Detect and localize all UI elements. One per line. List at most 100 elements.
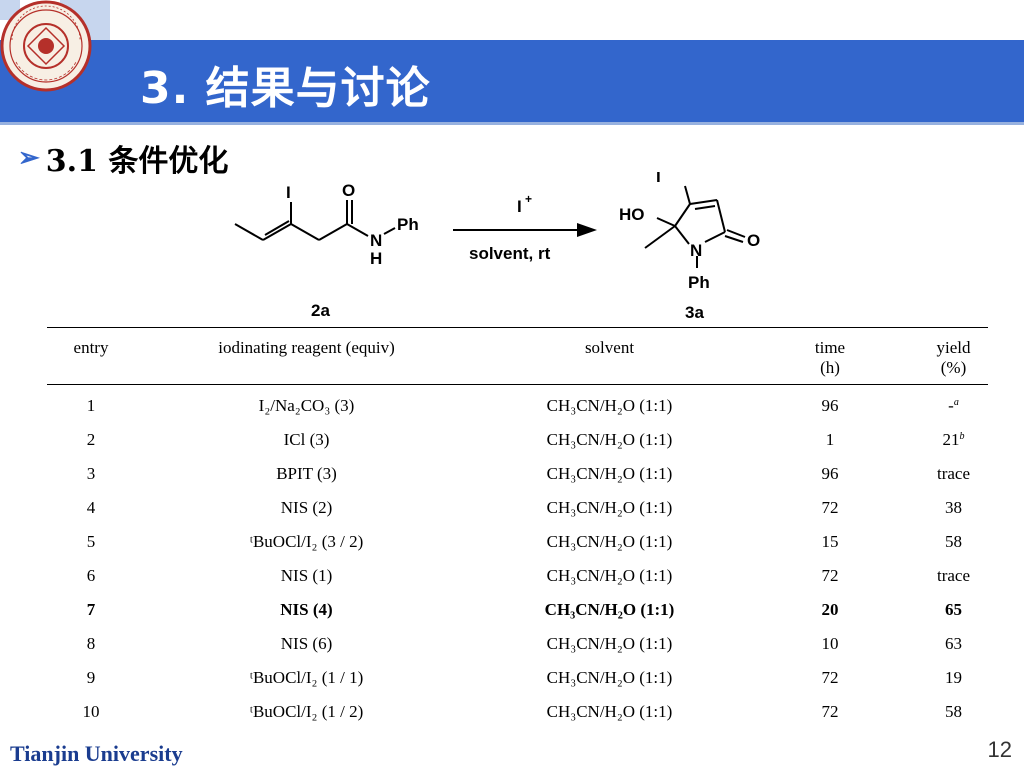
page-number: 12 <box>987 737 1012 762</box>
time-cell: 15 <box>741 525 919 559</box>
yield-cell: trace <box>919 457 988 491</box>
conditions-label: solvent, rt <box>469 244 551 263</box>
table-row: 8 NIS (6) CH₃CN/H₂O (1:1) 10 63 <box>47 627 988 661</box>
entry-cell: 1 <box>47 385 135 424</box>
reagent-cell-value: NIS (1) <box>280 566 333 585</box>
product-nitrogen-label: N <box>690 241 702 260</box>
solvent-cell: CH₃CN/H₂O (1:1) <box>478 559 741 593</box>
time-cell: 72 <box>741 661 919 695</box>
product-oxygen-label: O <box>747 231 760 250</box>
reagent-cell: NIS (1) <box>135 559 478 593</box>
yield-cell-value: 58 <box>945 532 962 551</box>
solvent-cell: CH₃CN/H₂O (1:1) <box>478 695 741 729</box>
yield-cell: 19 <box>919 661 988 695</box>
footnote-marker: b <box>959 431 965 442</box>
time-cell-value: 15 <box>821 532 839 551</box>
time-cell: 96 <box>741 385 919 424</box>
col-solvent: solvent <box>478 327 741 385</box>
entry-cell: 5 <box>47 525 135 559</box>
solvent-cell-value: CH₃CN/H₂O (1:1) <box>546 702 673 721</box>
entry-cell: 4 <box>47 491 135 525</box>
solvent-cell: CH₃CN/H₂O (1:1) <box>478 423 741 457</box>
entry-cell-value: 8 <box>86 634 96 653</box>
reagent-cell: ICl (3) <box>135 423 478 457</box>
iodine-atom-label: I <box>286 183 291 202</box>
solvent-cell: CH₃CN/H₂O (1:1) <box>478 457 741 491</box>
reagent-cell-value: NIS (4) <box>280 600 333 619</box>
entry-cell-value: 10 <box>82 702 100 721</box>
solvent-cell-value: CH₃CN/H₂O (1:1) <box>546 498 673 517</box>
reagent-cell-value: ᵗBuOCl/I₂ (1 / 2) <box>249 702 364 721</box>
entry-cell-value: 9 <box>86 668 96 687</box>
solvent-cell-value: CH₃CN/H₂O (1:1) <box>546 668 673 687</box>
time-cell: 1 <box>741 423 919 457</box>
yield-cell-value: 38 <box>945 498 962 517</box>
reagent-cell: ᵗBuOCl/I₂ (1 / 1) <box>135 661 478 695</box>
entry-cell: 10 <box>47 695 135 729</box>
time-cell: 20 <box>741 593 919 627</box>
reagent-label: I <box>517 197 522 216</box>
reagent-cell-value: ᵗBuOCl/I₂ (1 / 1) <box>249 668 364 687</box>
section-heading: ➢ 3.1 条件优化 <box>18 136 228 180</box>
time-cell-value: 20 <box>821 600 839 619</box>
nitrogen-atom-label: N <box>370 231 382 250</box>
time-cell: 72 <box>741 559 919 593</box>
reagent-cell-value: ICl (3) <box>283 430 330 449</box>
solvent-cell-value: CH₃CN/H₂O (1:1) <box>546 634 673 653</box>
product-iodine-label: I <box>656 172 661 186</box>
col-yield: yield (%) <box>919 327 988 385</box>
time-cell-value: 10 <box>821 634 839 653</box>
reactant-label: 2a <box>311 301 330 320</box>
reagent-cell-value: BPIT (3) <box>276 464 337 483</box>
solvent-cell-value: CH₃CN/H₂O (1:1) <box>546 566 673 585</box>
time-cell: 72 <box>741 695 919 729</box>
reagent-cell-value: I₂/Na₂CO₃ (3) <box>258 396 355 415</box>
time-cell-value: 96 <box>821 464 839 483</box>
yield-cell-value: 65 <box>945 600 962 619</box>
entry-cell-value: 2 <box>86 430 96 449</box>
solvent-cell: CH₃CN/H₂O (1:1) <box>478 593 741 627</box>
yield-cell-value: - <box>948 396 954 415</box>
solvent-cell: CH₃CN/H₂O (1:1) <box>478 385 741 424</box>
university-seal-logo <box>0 0 92 92</box>
yield-cell: trace <box>919 559 988 593</box>
slide-title: 3. 结果与讨论 <box>140 63 431 114</box>
reaction-scheme: I O N H Ph 2a I + solvent, rt I HO N O P… <box>234 172 760 322</box>
yield-cell-value: 58 <box>945 702 962 721</box>
oxygen-atom-label: O <box>342 181 355 200</box>
entry-cell: 3 <box>47 457 135 491</box>
header-divider <box>0 122 1024 125</box>
yield-cell-value: 19 <box>945 668 962 687</box>
time-cell-value: 96 <box>821 396 839 415</box>
reagent-cell: BPIT (3) <box>135 457 478 491</box>
yield-cell-value: 63 <box>945 634 962 653</box>
reactant-structure <box>234 200 396 241</box>
product-structure <box>644 185 746 268</box>
time-cell: 10 <box>741 627 919 661</box>
yield-cell-value: trace <box>936 464 971 483</box>
yield-cell: 58 <box>919 525 988 559</box>
time-cell-value: 72 <box>821 566 839 585</box>
reaction-arrow-head <box>577 223 597 237</box>
reagent-cell: NIS (6) <box>135 627 478 661</box>
solvent-cell-value: CH₃CN/H₂O (1:1) <box>546 396 673 415</box>
table-header-row: entry iodinating reagent (equiv) solvent… <box>47 327 988 385</box>
table-row: 10 ᵗBuOCl/I₂ (1 / 2) CH₃CN/H₂O (1:1) 72 58 <box>47 695 988 729</box>
reagent-cell: ᵗBuOCl/I₂ (3 / 2) <box>135 525 478 559</box>
entry-cell-value: 6 <box>86 566 96 585</box>
table-row: 6 NIS (1) CH₃CN/H₂O (1:1) 72 trace <box>47 559 988 593</box>
reagent-cell: ᵗBuOCl/I₂ (1 / 2) <box>135 695 478 729</box>
reagent-cell: NIS (2) <box>135 491 478 525</box>
reagent-charge: + <box>525 192 532 206</box>
entry-cell: 2 <box>47 423 135 457</box>
solvent-cell-value: CH₃CN/H₂O (1:1) <box>546 464 673 483</box>
entry-cell: 9 <box>47 661 135 695</box>
section-title: 3.1 条件优化 <box>45 144 229 179</box>
yield-cell-value: trace <box>936 566 971 585</box>
time-cell-value: 1 <box>825 430 835 449</box>
